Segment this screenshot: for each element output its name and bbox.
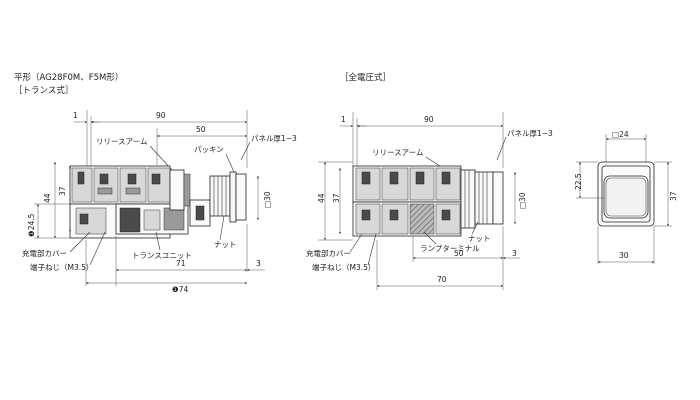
left-side-dimensions: 44 37 ❶24.5 xyxy=(27,162,116,239)
left-dim-24-5: ❶24.5 xyxy=(27,213,36,237)
right-dim-22-5: 22.5 xyxy=(574,173,583,190)
left-top-dimensions: 1 90 50 xyxy=(73,110,248,168)
middle-bottom-dimensions: 50 3 70 xyxy=(376,226,520,290)
left-dim-30: □30 xyxy=(263,191,272,208)
right-dim-24: □24 xyxy=(612,130,629,139)
middle-label-release-arm: リリースアーム xyxy=(372,148,423,157)
right-dim-30: 30 xyxy=(619,251,629,260)
left-label-nut: ナット xyxy=(214,240,237,249)
left-label-panel: パネル厚1~3 xyxy=(251,134,297,143)
left-label-release-arm: リリースアーム xyxy=(96,137,147,146)
middle-dim-1: 1 xyxy=(341,115,346,124)
left-dim-50: 50 xyxy=(196,125,206,134)
left-label-transformer-unit: トランスユニット xyxy=(132,251,192,260)
middle-dim-70: 70 xyxy=(437,275,447,284)
left-dim-90: 90 xyxy=(156,111,166,120)
left-bottom-dimensions: 71 3 ❶74 xyxy=(85,224,265,294)
middle-dim-50: 50 xyxy=(454,249,464,258)
left-label-packing: パッキン xyxy=(194,145,224,154)
middle-label-terminal-screw: 端子ねじ（M3.5） xyxy=(312,262,375,272)
left-title-line2: ［トランス式］ xyxy=(14,85,73,96)
left-dim-37: 37 xyxy=(58,186,67,196)
middle-dim-3: 3 xyxy=(512,249,517,258)
middle-label-lamp-terminal: ランプターミナル xyxy=(420,244,480,253)
middle-top-dimensions: 1 90 xyxy=(340,112,504,168)
middle-label-nut: ナット xyxy=(468,234,491,243)
middle-dim-90: 90 xyxy=(424,115,434,124)
left-dim-74: ❶74 xyxy=(172,285,188,294)
middle-switch-body xyxy=(352,165,504,237)
left-title-line1: 平形（AG28F0M、F5M形） xyxy=(14,72,123,83)
left-view: 平形（AG28F0M、F5M形） ［トランス式］ 1 90 50 リリースアーム… xyxy=(14,72,297,294)
right-dim-37: 37 xyxy=(669,191,678,201)
middle-view: ［全電圧式］ 1 90 パネル厚1~3 リリースアーム xyxy=(306,72,553,290)
left-dim-71: 71 xyxy=(176,259,186,268)
middle-dim-30: □30 xyxy=(518,192,527,209)
middle-dim-37: 37 xyxy=(332,193,341,203)
left-dim-44: 44 xyxy=(43,193,52,203)
middle-label-charge-cover: 充電部カバー xyxy=(306,248,351,258)
middle-label-panel: パネル厚1~3 xyxy=(507,129,553,138)
left-switch-body xyxy=(69,165,247,239)
middle-dim-44: 44 xyxy=(317,193,326,203)
left-dim-1: 1 xyxy=(73,111,78,120)
right-front-view: □24 22.5 37 30 xyxy=(574,130,678,264)
middle-side-dimensions: 44 37 xyxy=(317,161,353,241)
middle-title: ［全電圧式］ xyxy=(340,72,391,83)
left-label-charge-cover: 充電部カバー xyxy=(22,248,67,258)
left-label-terminal-screw: 端子ねじ（M3.5） xyxy=(30,262,93,272)
left-dim-3: 3 xyxy=(256,259,261,268)
